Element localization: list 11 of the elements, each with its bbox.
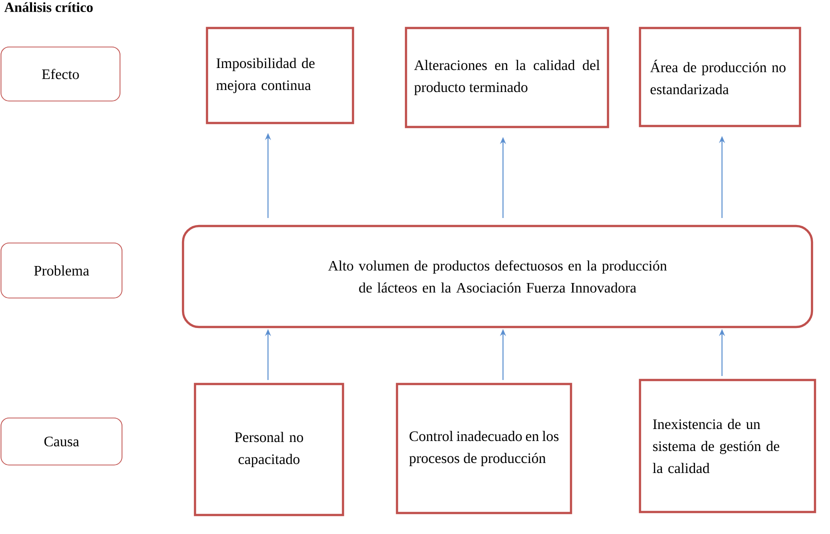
cause-box: Inexistencia de un sistema de gestión de la calidad [638, 378, 816, 514]
row-label-box: Problema [0, 242, 122, 298]
row-label-box: Causa [0, 418, 122, 466]
effect-box: Área de producción no estandarizada [638, 26, 802, 128]
title: Análisis crítico [4, 2, 93, 12]
cause-box: Control inadecuado en los procesos de producción [396, 382, 572, 514]
effect-box: Imposibilidad de mejora continua [206, 26, 354, 124]
cause-box: Personal no capacitado [194, 382, 344, 516]
row-label-box: Efecto [0, 46, 120, 102]
problem-box: Alto volumen de productos defectuosos en la producción de lácteos en la Asociación Fuerza Innovadora [182, 224, 814, 328]
effect-box: Alteraciones en la calidad del producto terminado [404, 26, 610, 128]
